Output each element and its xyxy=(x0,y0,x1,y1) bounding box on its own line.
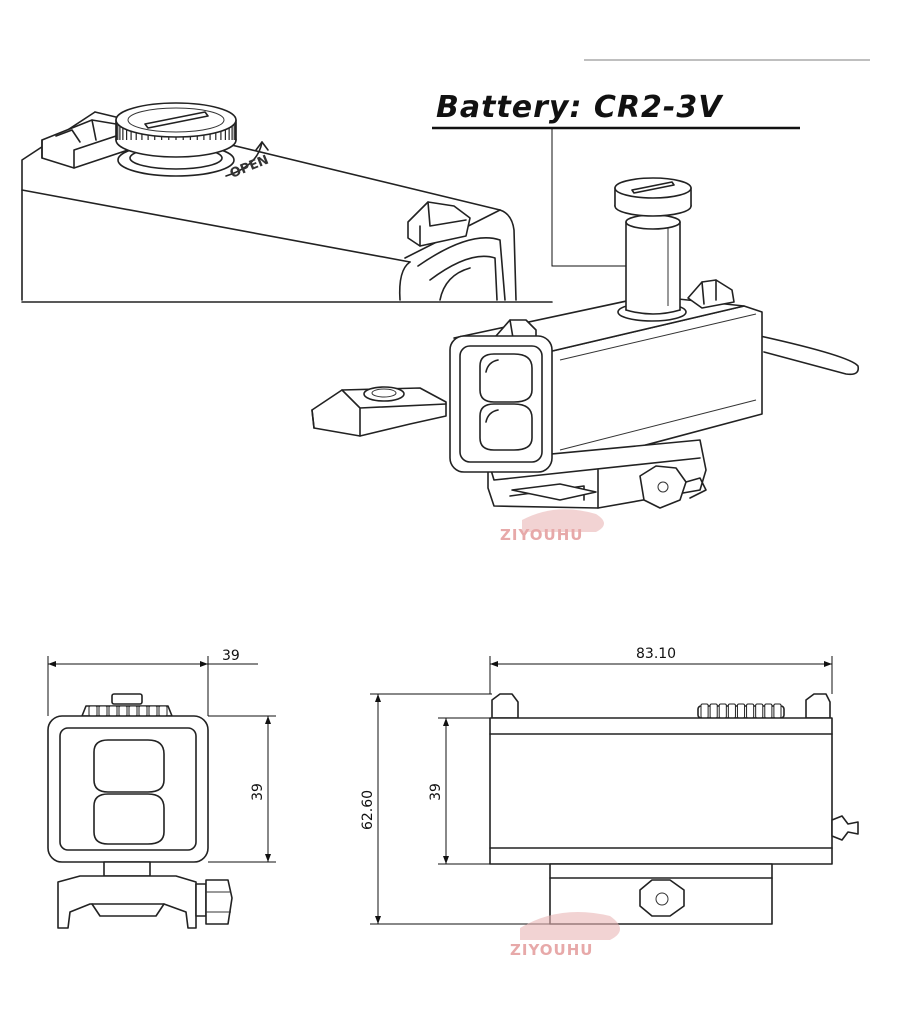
rangefinder-isometric: ZIYOUHU xyxy=(311,177,860,544)
open-engraving: OPEN xyxy=(228,153,271,182)
battery-cap-inset: OPEN xyxy=(21,59,870,303)
watermark-text-bottom: ZIYOUHU xyxy=(510,941,593,959)
front-width-dim: 39 xyxy=(222,648,240,664)
battery-callout: Battery: CR2-3V xyxy=(432,90,800,267)
battery-label: Battery: CR2-3V xyxy=(436,90,724,125)
watermark-text: ZIYOUHU xyxy=(500,526,583,544)
front-view: 39 39 xyxy=(47,648,276,929)
front-height-dim: 39 xyxy=(250,783,266,801)
side-view: 83.10 62.60 39 ZIYOUHU xyxy=(360,646,859,959)
side-length-dim: 83.10 xyxy=(636,646,676,662)
side-body-height-dim: 39 xyxy=(428,783,444,801)
watermark-bottom: ZIYOUHU xyxy=(510,912,620,959)
watermark-top: ZIYOUHU xyxy=(500,509,604,544)
side-total-height-dim: 62.60 xyxy=(360,790,376,830)
